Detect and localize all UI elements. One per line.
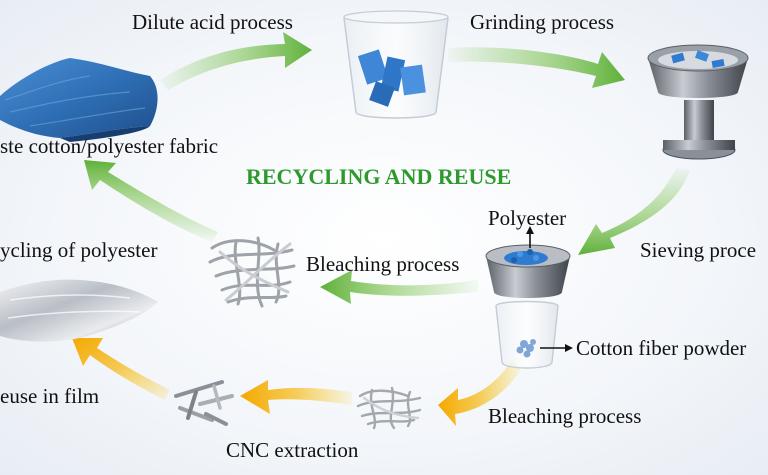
label-bleaching-top: Bleaching process <box>306 252 460 276</box>
label-bleaching-bottom: Bleaching process <box>488 404 642 428</box>
arrow-cnc-to-film <box>72 338 170 400</box>
sieve-assembly <box>485 226 573 369</box>
arrow-bleaching-to-cnc <box>240 380 352 414</box>
label-recycling-polyester: ycling of polyester <box>0 238 158 262</box>
cotton-fibers <box>356 386 422 430</box>
label-cotton-powder: Cotton fiber powder <box>576 336 747 360</box>
arrow-sieve-to-bleaching <box>320 270 478 304</box>
film-image <box>0 279 158 342</box>
diagram-title: RECYCLING AND REUSE <box>246 164 512 189</box>
label-waste-fabric: ste cotton/polyester fabric <box>0 134 219 158</box>
arrow-acid-to-grinder <box>448 47 625 88</box>
cnc-rods <box>174 380 234 426</box>
label-polyester: Polyester <box>488 206 567 230</box>
acid-beaker <box>343 10 449 119</box>
label-reuse-film: euse in film <box>0 384 100 408</box>
arrow-fabric-to-acid <box>160 32 312 90</box>
polyester-fibers <box>208 236 296 308</box>
label-dilute-acid: Dilute acid process <box>132 10 293 34</box>
grinder <box>647 44 749 160</box>
label-grinding: Grinding process <box>470 10 615 34</box>
arrow-cotton-to-bleaching <box>438 360 522 426</box>
arrow-grinder-to-sieve <box>578 168 690 255</box>
label-sieving: Sieving proce <box>640 238 757 262</box>
arrow-polyester-to-fabric <box>84 160 218 242</box>
fabric-image <box>0 58 158 142</box>
label-cnc: CNC extraction <box>226 438 359 462</box>
